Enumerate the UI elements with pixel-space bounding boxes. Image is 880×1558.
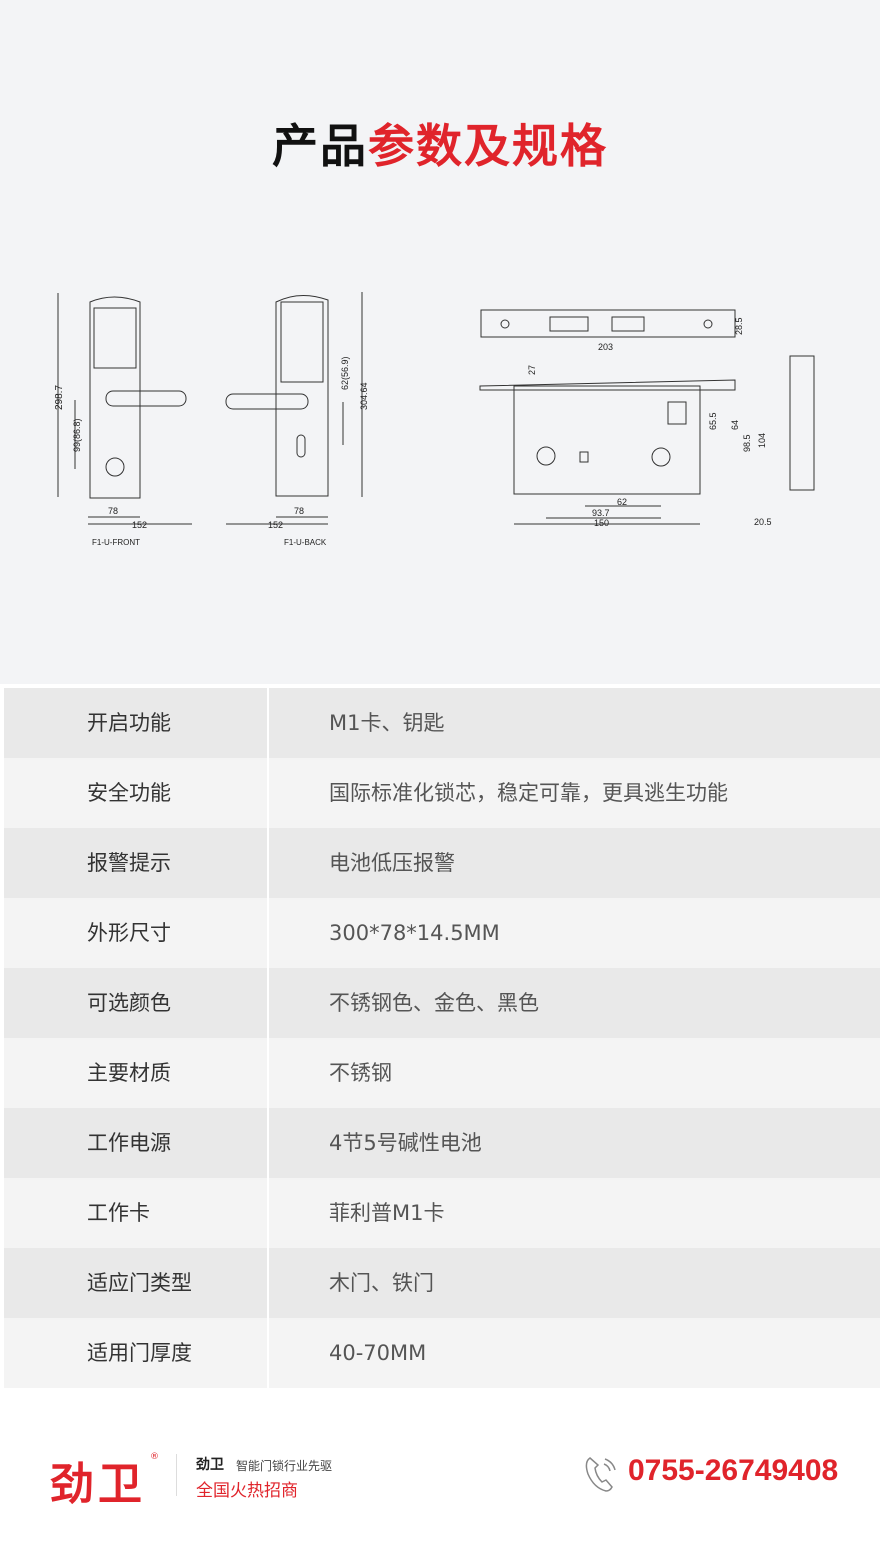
front-handle-label: 99(86.8) xyxy=(72,418,82,452)
spec-value: 电池低压报警 xyxy=(329,851,455,875)
back-total-label: 152 xyxy=(268,520,283,530)
spec-label: 工作卡 xyxy=(4,1178,269,1248)
front-width-label: 78 xyxy=(108,506,118,516)
mortise-c3-label: 150 xyxy=(594,518,609,528)
back-width-label: 78 xyxy=(294,506,304,516)
mortise-height-label: 28.5 xyxy=(734,317,744,335)
mortise-d3-label: 98.5 xyxy=(742,434,752,452)
spec-label: 适应门类型 xyxy=(4,1248,269,1318)
spec-value: 4节5号碱性电池 xyxy=(329,1131,482,1155)
mortise-c2-label: 93.7 xyxy=(592,508,610,518)
front-drawing: 298.7 99(86.8) 78 152 F1-U-FRONT xyxy=(54,293,192,547)
mortise-length-label: 203 xyxy=(598,342,613,352)
franchise-text: 全国火热招商 xyxy=(196,1481,298,1501)
spec-label: 报警提示 xyxy=(4,828,269,898)
registered-mark: ® xyxy=(150,1452,159,1462)
spec-label: 适用门厚度 xyxy=(4,1318,269,1388)
mortise-top-label: 27 xyxy=(527,365,537,375)
phone-icon xyxy=(585,1457,616,1492)
spec-row: 外形尺寸 300*78*14.5MM xyxy=(4,898,880,968)
front-caption: F1-U-FRONT xyxy=(92,538,140,547)
footer: 劲卫 ® 劲卫 智能门锁行业先驱 全国火热招商 0755-26749408 xyxy=(0,1430,880,1520)
brand-logo: 劲卫 xyxy=(50,1459,146,1510)
spec-row: 可选颜色 不锈钢色、金色、黑色 xyxy=(4,968,880,1038)
spec-value: 40-70MM xyxy=(329,1341,427,1365)
spec-row: 开启功能 M1卡、钥匙 xyxy=(4,688,880,758)
mortise-side-label: 20.5 xyxy=(754,517,772,527)
technical-drawings: 298.7 99(86.8) 78 152 F1-U-FRONT 304.64 … xyxy=(54,292,815,547)
spec-label: 主要材质 xyxy=(4,1038,269,1108)
spec-value: M1卡、钥匙 xyxy=(329,711,445,735)
spec-row: 工作卡 菲利普M1卡 xyxy=(4,1178,880,1248)
spec-label: 外形尺寸 xyxy=(4,898,269,968)
back-drawing: 304.64 62(56.9) 78 152 F1-U-BACK xyxy=(225,292,369,547)
spec-value: 木门、铁门 xyxy=(329,1271,434,1295)
front-total-label: 152 xyxy=(132,520,147,530)
spec-row: 主要材质 不锈钢 xyxy=(4,1038,880,1108)
mortise-drawing: 203 28.5 27 65.5 64 98.5 104 62 93.7 150… xyxy=(479,309,815,528)
spec-row: 安全功能 国际标准化锁芯，稳定可靠，更具逃生功能 xyxy=(4,758,880,828)
divider xyxy=(176,1454,177,1496)
spec-row: 适用门厚度 40-70MM xyxy=(4,1318,880,1388)
spec-value: 300*78*14.5MM xyxy=(329,921,500,945)
mortise-d2-label: 64 xyxy=(730,420,740,430)
title-part1: 产品 xyxy=(272,119,368,173)
back-caption: F1-U-BACK xyxy=(284,538,327,547)
slogan: 智能门锁行业先驱 xyxy=(236,1459,333,1473)
spec-value: 不锈钢 xyxy=(329,1061,392,1085)
spec-value: 菲利普M1卡 xyxy=(329,1201,445,1225)
mortise-d4-label: 104 xyxy=(757,433,767,448)
spec-header-area xyxy=(0,0,880,684)
mortise-c1-label: 62 xyxy=(617,497,627,507)
title-part2: 参数及规格 xyxy=(368,119,608,173)
spec-row: 报警提示 电池低压报警 xyxy=(4,828,880,898)
mortise-d1-label: 65.5 xyxy=(708,412,718,430)
spec-label: 安全功能 xyxy=(4,758,269,828)
spec-label: 开启功能 xyxy=(4,688,269,758)
spec-value: 国际标准化锁芯，稳定可靠，更具逃生功能 xyxy=(329,781,728,805)
spec-row: 工作电源 4节5号碱性电池 xyxy=(4,1108,880,1178)
spec-value: 不锈钢色、金色、黑色 xyxy=(329,991,539,1015)
back-handle-label: 62(56.9) xyxy=(340,356,350,390)
spec-label: 工作电源 xyxy=(4,1108,269,1178)
page-title: 产品参数及规格 xyxy=(0,110,880,176)
front-height-label: 298.7 xyxy=(54,385,65,410)
back-height-label: 304.64 xyxy=(359,382,369,410)
spec-label: 可选颜色 xyxy=(4,968,269,1038)
spec-table: 开启功能 M1卡、钥匙安全功能 国际标准化锁芯，稳定可靠，更具逃生功能报警提示 电池低… xyxy=(4,688,880,1388)
phone-number[interactable]: 0755-26749408 xyxy=(628,1454,839,1487)
spec-row: 适应门类型 木门、铁门 xyxy=(4,1248,880,1318)
brand-name: 劲卫 xyxy=(196,1457,224,1473)
